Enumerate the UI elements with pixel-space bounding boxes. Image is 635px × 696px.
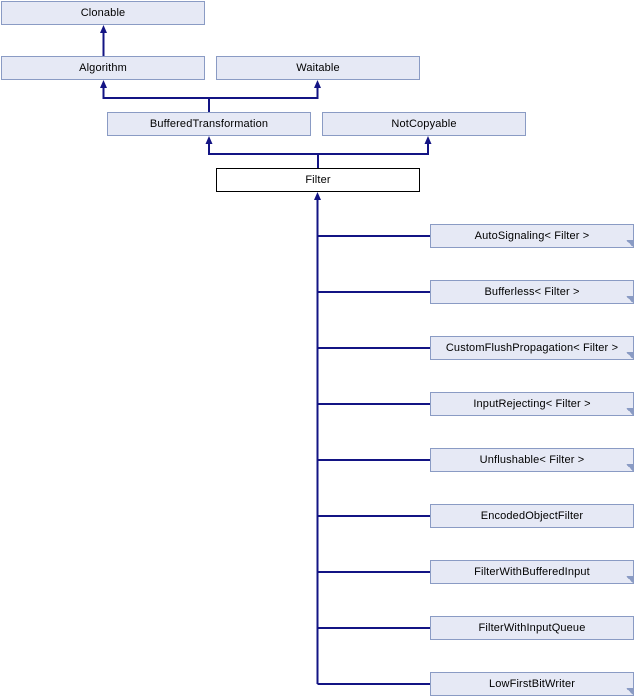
arrowhead-notcopyable <box>424 136 432 144</box>
class-node-notcopyable[interactable]: NotCopyable <box>322 112 526 136</box>
class-node-customflushpropagation[interactable]: CustomFlushPropagation< Filter > <box>430 336 634 360</box>
arrowhead-buffered <box>205 136 213 144</box>
class-node-label: Waitable <box>296 62 340 74</box>
class-node-filter[interactable]: Filter <box>216 168 420 192</box>
class-node-label: BufferedTransformation <box>149 118 269 130</box>
truncated-corner-icon <box>626 240 633 247</box>
class-node-lowfirstbitwriter[interactable]: LowFirstBitWriter <box>430 672 634 696</box>
class-node-label: Filter <box>305 174 331 186</box>
truncated-corner-icon <box>626 688 633 695</box>
class-node-label: Clonable <box>80 7 126 19</box>
class-node-unflushable[interactable]: Unflushable< Filter > <box>430 448 634 472</box>
class-node-label: NotCopyable <box>391 118 457 130</box>
class-node-label: Unflushable< Filter > <box>479 454 585 466</box>
class-node-encodedobjectfilter[interactable]: EncodedObjectFilter <box>430 504 634 528</box>
arrowhead-clonable <box>100 25 107 33</box>
class-node-inputrejecting[interactable]: InputRejecting< Filter > <box>430 392 634 416</box>
class-node-filterwithbufferedinput[interactable]: FilterWithBufferedInput <box>430 560 634 584</box>
class-node-label: Bufferless< Filter > <box>484 286 580 298</box>
arrowhead-waitable <box>314 80 321 88</box>
arrowhead-algorithm <box>100 80 107 88</box>
class-node-filterwithinputqueue[interactable]: FilterWithInputQueue <box>430 616 634 640</box>
class-node-label: Algorithm <box>79 62 127 74</box>
class-node-label: FilterWithInputQueue <box>478 622 586 634</box>
truncated-corner-icon <box>626 576 633 583</box>
class-node-autosignaling[interactable]: AutoSignaling< Filter > <box>430 224 634 248</box>
class-node-label: EncodedObjectFilter <box>480 510 584 522</box>
class-node-bufferedtransformation[interactable]: BufferedTransformation <box>107 112 311 136</box>
truncated-corner-icon <box>626 408 633 415</box>
class-node-bufferless[interactable]: Bufferless< Filter > <box>430 280 634 304</box>
edge-bus-buffered <box>102 87 319 112</box>
arrowhead-filter <box>314 192 321 200</box>
class-node-label: CustomFlushPropagation< Filter > <box>445 342 619 354</box>
class-node-algorithm[interactable]: Algorithm <box>1 56 205 80</box>
truncated-corner-icon <box>626 296 633 303</box>
edge-bus-filter <box>208 143 429 168</box>
class-node-label: LowFirstBitWriter <box>488 678 576 690</box>
class-node-clonable[interactable]: Clonable <box>1 1 205 25</box>
truncated-corner-icon <box>626 352 633 359</box>
class-node-waitable[interactable]: Waitable <box>216 56 420 80</box>
class-node-label: InputRejecting< Filter > <box>473 398 591 410</box>
class-node-label: AutoSignaling< Filter > <box>474 230 590 242</box>
truncated-corner-icon <box>626 464 633 471</box>
class-node-label: FilterWithBufferedInput <box>474 566 590 578</box>
